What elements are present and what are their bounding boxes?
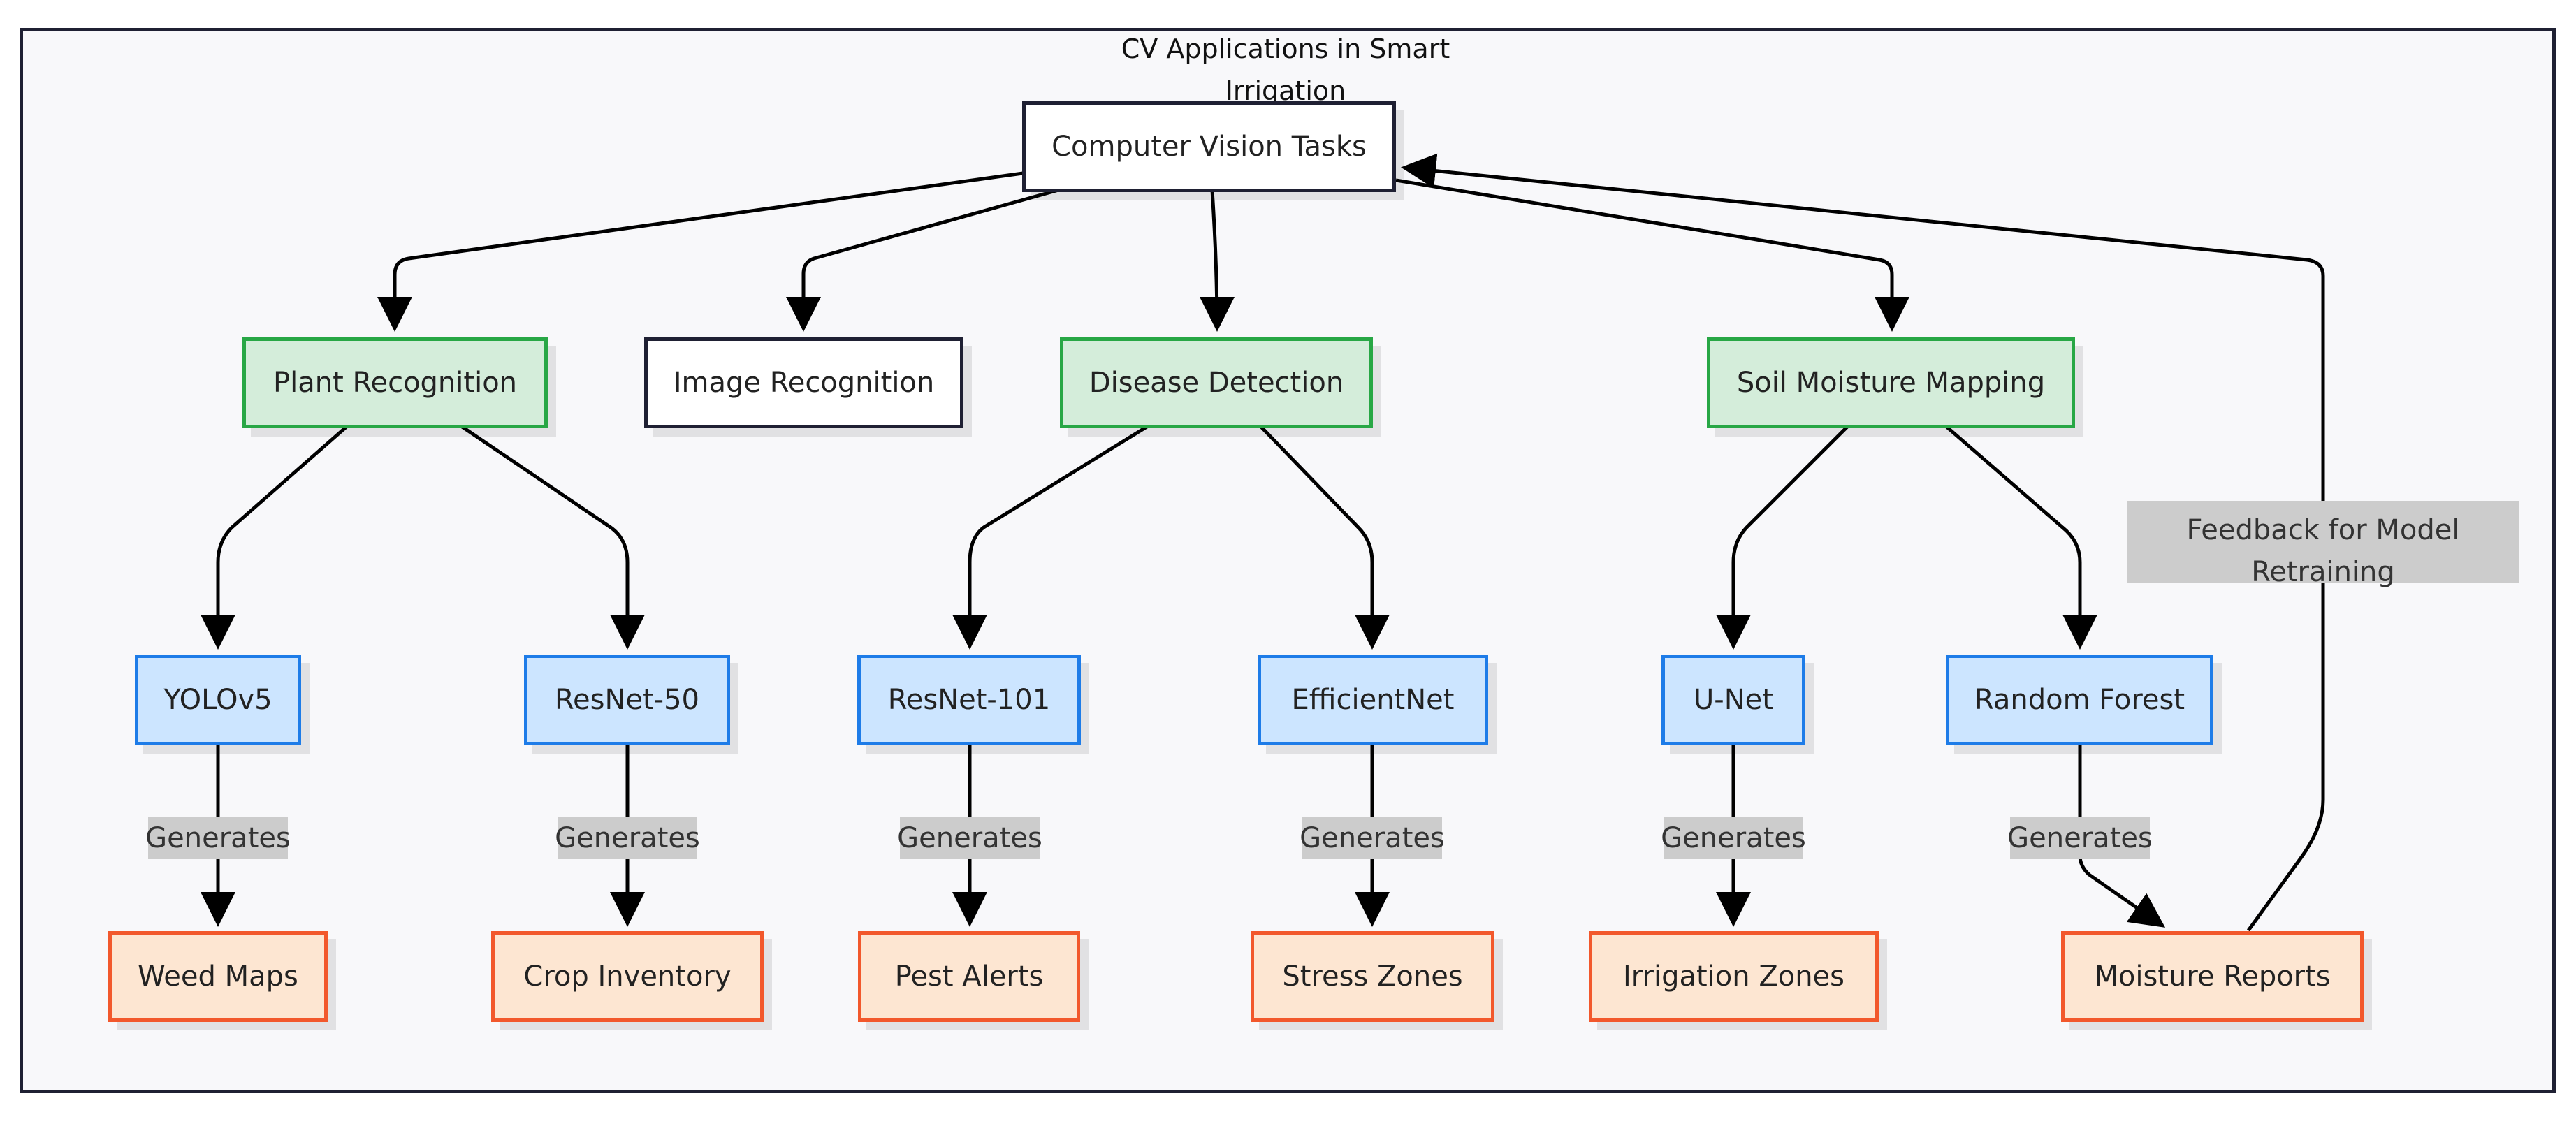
edge-disease-resnet101 bbox=[952, 424, 1149, 650]
node-yolov5: YOLOv5 bbox=[135, 655, 301, 745]
node-disease-detection: Disease Detection bbox=[1060, 337, 1373, 428]
edge-label-generates: Generates bbox=[2007, 817, 2153, 859]
edge-label-generates: Generates bbox=[897, 817, 1042, 859]
edge-soil-randomforest bbox=[1944, 425, 2097, 650]
node-computer-vision-tasks: Computer Vision Tasks bbox=[1022, 101, 1396, 192]
edge-root-plant bbox=[377, 171, 1024, 332]
node-weed-maps: Weed Maps bbox=[108, 931, 328, 1022]
node-resnet-101: ResNet-101 bbox=[857, 655, 1081, 745]
node-moisture-reports: Moisture Reports bbox=[2061, 931, 2364, 1022]
edge-label-generates: Generates bbox=[145, 817, 291, 859]
edge-label-generates: Generates bbox=[1661, 817, 1806, 859]
node-efficientnet: EfficientNet bbox=[1258, 655, 1488, 745]
node-u-net: U-Net bbox=[1661, 655, 1805, 745]
edge-root-image bbox=[786, 188, 1059, 332]
edge-soil-unet bbox=[1716, 425, 1849, 650]
node-pest-alerts: Pest Alerts bbox=[858, 931, 1080, 1022]
edge-feedback bbox=[1401, 153, 2325, 932]
edge-root-disease bbox=[1199, 189, 1235, 332]
node-resnet-50: ResNet-50 bbox=[524, 655, 730, 745]
node-random-forest: Random Forest bbox=[1946, 655, 2213, 745]
edge-plant-resnet50 bbox=[460, 424, 645, 650]
node-irrigation-zones: Irrigation Zones bbox=[1589, 931, 1879, 1022]
edge-disease-efficientnet bbox=[1259, 425, 1390, 650]
edge-label-generates: Generates bbox=[555, 817, 700, 859]
node-stress-zones: Stress Zones bbox=[1251, 931, 1494, 1022]
edge-root-soil bbox=[1395, 178, 1909, 332]
diagram-title: CV Applications in Smart Irrigation bbox=[1121, 34, 1450, 106]
node-plant-recognition: Plant Recognition bbox=[242, 337, 548, 428]
feedback-label: Feedback for Model Retraining bbox=[2127, 501, 2519, 588]
node-image-recognition: Image Recognition bbox=[644, 337, 963, 428]
node-crop-inventory: Crop Inventory bbox=[491, 931, 764, 1022]
node-soil-moisture-mapping: Soil Moisture Mapping bbox=[1707, 337, 2075, 428]
edge-label-generates: Generates bbox=[1300, 817, 1445, 859]
edge-plant-yolo bbox=[201, 425, 349, 650]
